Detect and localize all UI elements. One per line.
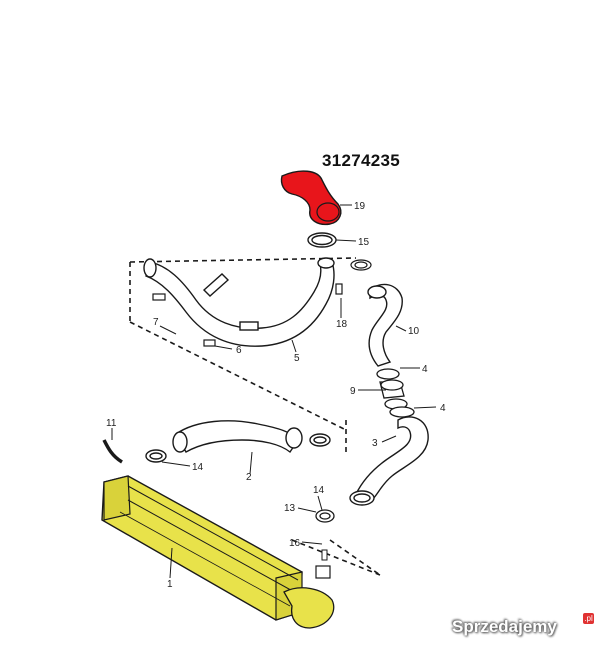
callout-18: 18: [336, 319, 348, 330]
watermark: Sprzedajemy: [452, 617, 557, 637]
callout-13: 13: [284, 503, 296, 514]
callout-16: 16: [289, 538, 301, 549]
group-boundary-lines: [129, 257, 381, 576]
part-number-label: 31274235: [322, 151, 401, 170]
callout-7: 7: [153, 317, 159, 328]
callout-5: 5: [294, 353, 300, 364]
callout-11: 11: [106, 418, 117, 429]
callout-2: 2: [246, 472, 252, 483]
pipe-5: [143, 257, 335, 347]
intercooler-1: [101, 475, 335, 629]
callout-3: 3: [372, 438, 378, 449]
hose-3: [349, 416, 429, 506]
watermark-text: Sprzedajemy: [452, 617, 557, 636]
bolts-group: [152, 259, 372, 347]
callout-4-upper: 4: [422, 364, 428, 375]
callout-14-right: 14: [313, 485, 325, 496]
hose-2: [145, 420, 331, 463]
clamp-13-14: [315, 509, 335, 523]
callout-9: 9: [350, 386, 356, 397]
callout-19: 19: [354, 201, 366, 212]
hose-19-highlighted: [280, 170, 342, 226]
clamp-15: [307, 232, 337, 248]
coupling-9-and-clamps-4: [376, 368, 415, 418]
strip-11: [102, 439, 123, 464]
callout-1: 1: [167, 579, 173, 590]
hose-10: [367, 283, 403, 367]
callout-15: 15: [358, 237, 370, 248]
callout-6: 6: [236, 345, 242, 356]
watermark-pl-badge: .pl: [583, 613, 594, 624]
callout-4-lower: 4: [440, 403, 446, 414]
leader-lines: [111, 204, 437, 579]
callout-14-left: 14: [192, 462, 204, 473]
callout-10: 10: [408, 326, 420, 337]
